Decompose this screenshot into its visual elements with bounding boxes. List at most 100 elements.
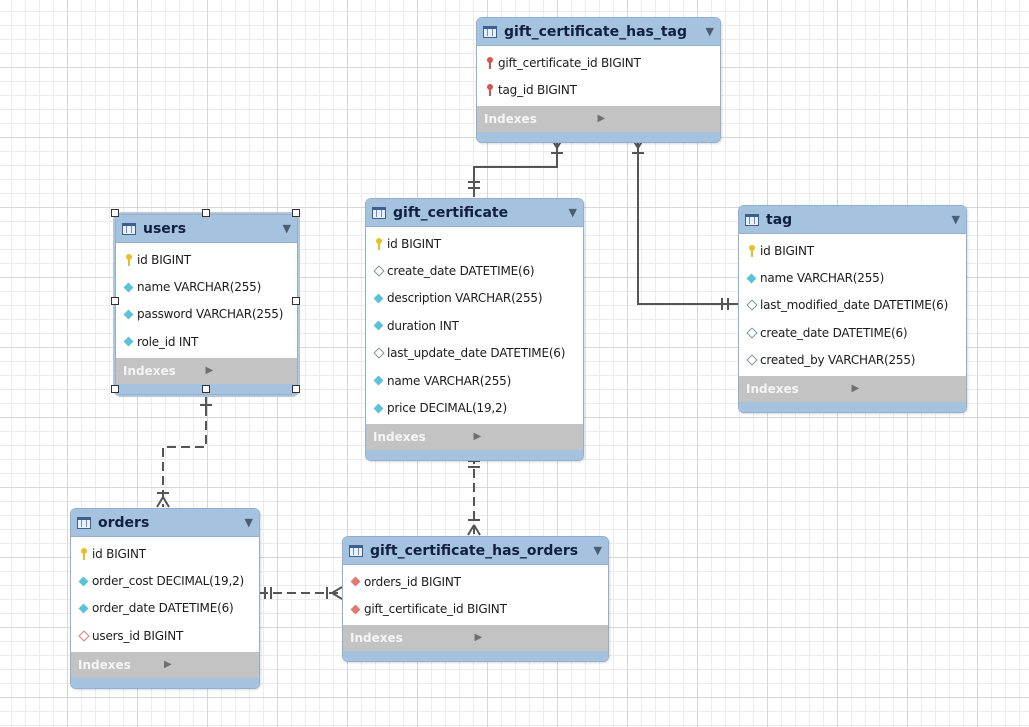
- column-row[interactable]: tag_id BIGINT: [477, 76, 720, 103]
- column-list: id BIGINT name VARCHAR(255) password VAR…: [116, 243, 297, 358]
- column-row[interactable]: created_by VARCHAR(255): [739, 347, 966, 374]
- expand-arrow-icon[interactable]: ▶: [597, 113, 606, 125]
- column-label: id BIGINT: [137, 252, 191, 267]
- expand-arrow-icon[interactable]: ▶: [474, 632, 483, 644]
- column-row[interactable]: create_date DATETIME(6): [739, 319, 966, 346]
- column-list: gift_certificate_id BIGINT tag_id BIGINT: [477, 46, 720, 106]
- column-row[interactable]: order_date DATETIME(6): [71, 595, 259, 622]
- primary-key-icon: [746, 244, 757, 257]
- column-row[interactable]: orders_id BIGINT: [343, 568, 608, 595]
- column-row[interactable]: id BIGINT: [739, 237, 966, 264]
- indexes-section[interactable]: Indexes ▶: [343, 624, 608, 651]
- collapse-arrow-icon[interactable]: ▼: [568, 206, 577, 219]
- column-row[interactable]: last_update_date DATETIME(6): [366, 340, 583, 367]
- expand-arrow-icon[interactable]: ▶: [473, 431, 482, 443]
- column-label: gift_certificate_id BIGINT: [498, 55, 641, 70]
- table-gift-certificate-has-orders[interactable]: gift_certificate_has_orders ▼ orders_id …: [342, 536, 609, 662]
- resize-handle[interactable]: [292, 385, 300, 393]
- rel-gift-certificate-has-tag-certificate[interactable]: [468, 137, 564, 197]
- column-label: last_modified_date DATETIME(6): [760, 298, 949, 313]
- table-header[interactable]: orders ▼: [71, 509, 259, 537]
- indexes-section[interactable]: Indexes ▶: [739, 375, 966, 402]
- expand-arrow-icon[interactable]: ▶: [851, 383, 860, 395]
- indexes-section[interactable]: Indexes ▶: [71, 651, 259, 678]
- collapse-arrow-icon[interactable]: ▼: [951, 213, 960, 226]
- table-tag[interactable]: tag ▼ id BIGINT name VARCHAR(255) last_m…: [738, 205, 967, 413]
- nullable-column-icon: [372, 265, 385, 277]
- column-row[interactable]: last_modified_date DATETIME(6): [739, 292, 966, 319]
- resize-handle[interactable]: [111, 385, 119, 393]
- table-header[interactable]: gift_certificate ▼: [366, 199, 583, 227]
- collapse-arrow-icon[interactable]: ▼: [593, 544, 602, 557]
- column-row[interactable]: users_id BIGINT: [71, 622, 259, 649]
- not-null-column-icon: [373, 375, 384, 387]
- column-row[interactable]: name VARCHAR(255): [366, 367, 583, 394]
- resize-handle[interactable]: [202, 209, 210, 217]
- collapse-arrow-icon[interactable]: ▼: [244, 516, 253, 529]
- column-row[interactable]: id BIGINT: [366, 230, 583, 257]
- table-header[interactable]: tag ▼: [739, 206, 966, 234]
- expand-arrow-icon[interactable]: ▶: [164, 659, 172, 671]
- table-footer: [739, 401, 966, 412]
- resize-handle[interactable]: [292, 209, 300, 217]
- column-row[interactable]: role_id INT: [116, 328, 297, 355]
- table-orders[interactable]: orders ▼ id BIGINT order_cost DECIMAL(19…: [70, 508, 260, 689]
- column-row[interactable]: description VARCHAR(255): [366, 285, 583, 312]
- table-icon: [77, 516, 91, 529]
- column-label: role_id INT: [137, 334, 199, 349]
- column-row[interactable]: price DECIMAL(19,2): [366, 394, 583, 421]
- table-gift-certificate[interactable]: gift_certificate ▼ id BIGINT create_date…: [365, 198, 584, 461]
- not-null-column-icon: [373, 292, 384, 304]
- table-users[interactable]: users ▼ id BIGINT name VARCHAR(255) pass…: [113, 212, 300, 397]
- column-list: orders_id BIGINT gift_certificate_id BIG…: [343, 565, 608, 625]
- indexes-label: Indexes: [350, 630, 403, 645]
- column-row[interactable]: password VARCHAR(255): [116, 301, 297, 328]
- column-row[interactable]: name VARCHAR(255): [116, 273, 297, 300]
- rel-users-orders[interactable]: [162, 393, 207, 507]
- indexes-label: Indexes: [78, 657, 131, 672]
- primary-key-icon: [78, 547, 89, 560]
- table-footer: [477, 131, 720, 142]
- resize-handle[interactable]: [202, 385, 210, 393]
- resize-handle[interactable]: [292, 297, 300, 305]
- not-null-column-icon: [123, 308, 134, 320]
- column-row[interactable]: gift_certificate_id BIGINT: [343, 595, 608, 622]
- column-row[interactable]: order_cost DECIMAL(19,2): [71, 567, 259, 594]
- expand-arrow-icon[interactable]: ▶: [205, 365, 214, 377]
- table-gift-certificate-has-tag[interactable]: gift_certificate_has_tag ▼ gift_certific…: [476, 17, 721, 143]
- indexes-section[interactable]: Indexes ▶: [366, 423, 583, 450]
- column-label: order_cost DECIMAL(19,2): [92, 574, 244, 589]
- column-row[interactable]: id BIGINT: [116, 246, 297, 273]
- indexes-label: Indexes: [123, 363, 176, 378]
- table-header[interactable]: users ▼: [116, 215, 297, 243]
- column-row[interactable]: duration INT: [366, 312, 583, 339]
- table-name: gift_certificate: [393, 204, 509, 221]
- column-row[interactable]: gift_certificate_id BIGINT: [477, 49, 720, 76]
- column-label: name VARCHAR(255): [760, 271, 885, 286]
- not-null-column-icon: [123, 336, 134, 348]
- primary-key-icon: [123, 253, 134, 266]
- table-header[interactable]: gift_certificate_has_orders ▼: [343, 537, 608, 565]
- collapse-arrow-icon[interactable]: ▼: [705, 25, 714, 38]
- indexes-section[interactable]: Indexes ▶: [477, 105, 720, 132]
- table-name: orders: [98, 514, 150, 531]
- resize-handle[interactable]: [111, 297, 119, 305]
- table-header[interactable]: gift_certificate_has_tag ▼: [477, 18, 720, 46]
- resize-handle[interactable]: [111, 209, 119, 217]
- not-null-column-icon: [746, 272, 757, 284]
- column-row[interactable]: id BIGINT: [71, 540, 259, 567]
- table-name: users: [143, 220, 187, 237]
- column-label: users_id BIGINT: [92, 628, 184, 643]
- indexes-label: Indexes: [746, 381, 799, 396]
- rel-tag-has-tag[interactable]: [631, 137, 738, 310]
- column-row[interactable]: create_date DATETIME(6): [366, 257, 583, 284]
- table-name: tag: [766, 211, 793, 228]
- indexes-section[interactable]: Indexes ▶: [116, 357, 297, 384]
- table-footer: [343, 650, 608, 661]
- foreign-key-icon: [350, 603, 361, 615]
- collapse-arrow-icon[interactable]: ▼: [282, 222, 291, 235]
- column-row[interactable]: name VARCHAR(255): [739, 264, 966, 291]
- column-label: id BIGINT: [92, 546, 146, 561]
- column-label: name VARCHAR(255): [137, 280, 262, 295]
